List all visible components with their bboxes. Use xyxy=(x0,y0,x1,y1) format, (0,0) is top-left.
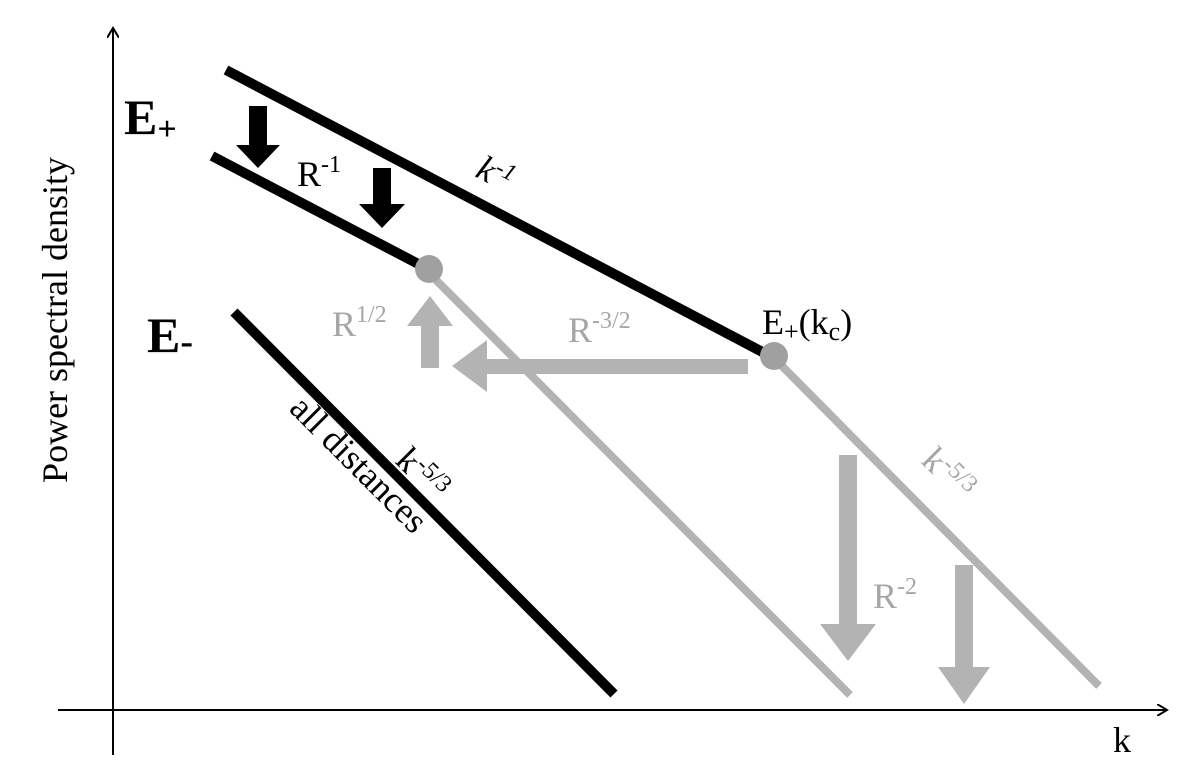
e-plus-kc-label: E+(kc) xyxy=(762,302,852,346)
e-minus-label: E- xyxy=(147,307,193,363)
gray-left-arrow xyxy=(452,340,748,392)
k-minus-5-3-gray-label: k-5/3 xyxy=(914,439,982,507)
e-plus-lower-line xyxy=(209,151,429,273)
x-axis-label: k xyxy=(1113,720,1131,760)
gray-up-arrow xyxy=(407,296,453,368)
outer-break-node xyxy=(760,342,788,370)
e-plus-label: E+ xyxy=(124,89,177,148)
r-minus-3-2-label: R-3/2 xyxy=(568,308,631,350)
gray-down-arrow-2 xyxy=(938,565,990,704)
inner-break-node xyxy=(415,255,443,283)
r-half-label: R1/2 xyxy=(332,302,387,344)
e-plus-upper-line xyxy=(223,65,773,361)
black-arrow-1 xyxy=(236,106,280,168)
r-minus-2-label: R-2 xyxy=(873,574,917,616)
k-minus-1-label: k-1 xyxy=(470,147,520,199)
gray-down-arrow-1 xyxy=(820,455,876,661)
black-arrow-2 xyxy=(359,168,405,228)
gray-inner-line xyxy=(429,273,853,698)
r-minus-1-label: R-1 xyxy=(297,152,341,194)
e-minus-line xyxy=(230,308,618,698)
gray-outer-line xyxy=(775,359,1102,689)
y-axis-label: Power spectral density xyxy=(35,157,75,483)
